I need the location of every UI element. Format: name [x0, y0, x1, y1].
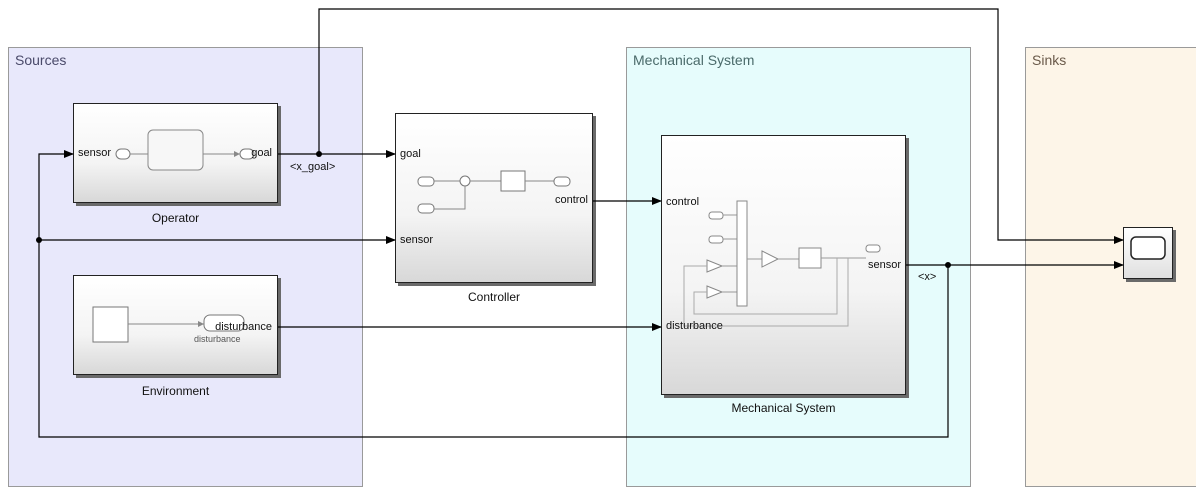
- mechanical-area-label: Mechanical System: [633, 52, 755, 68]
- branch-point-goal: [316, 151, 322, 157]
- environment-label: Environment: [141, 384, 210, 398]
- operator-input-port-sensor[interactable]: sensor: [78, 147, 112, 159]
- signal-lines: [36, 8, 1124, 438]
- mechanical-output-port-sensor[interactable]: sensor: [867, 259, 901, 271]
- wire-x-goal-to-scope[interactable]: [318, 8, 1124, 244]
- controller-inner-diagram: [417, 170, 571, 214]
- controller-output-port-control[interactable]: control: [554, 194, 588, 206]
- operator-block[interactable]: sensor goal: [73, 103, 278, 203]
- mechanical-input-port-control[interactable]: control: [666, 196, 700, 208]
- mechanical-input-port-disturbance[interactable]: disturbance: [666, 320, 723, 332]
- sources-area-label: Sources: [15, 52, 67, 68]
- scope-icon: [1130, 236, 1166, 260]
- mechanical-inner-diagram: [683, 200, 881, 327]
- mechanical-system-block[interactable]: control disturbance sensor: [661, 135, 906, 395]
- mechanical-system-label: Mechanical System: [731, 401, 836, 415]
- wire-x-feedback[interactable]: [38, 150, 949, 438]
- controller-label: Controller: [467, 290, 521, 304]
- signal-label-x-goal: <x_goal>: [290, 161, 336, 173]
- operator-output-port-goal[interactable]: goal: [251, 147, 272, 159]
- scope-block[interactable]: [1123, 227, 1173, 279]
- environment-output-port-disturbance[interactable]: disturbance: [215, 321, 272, 333]
- controller-input-port-sensor[interactable]: sensor: [400, 234, 434, 246]
- branch-point-sensor: [36, 237, 42, 243]
- controller-input-port-goal[interactable]: goal: [400, 148, 421, 160]
- branch-point-x: [945, 262, 951, 268]
- environment-inner-disturbance-label: disturbance: [194, 334, 241, 344]
- signal-label-x: <x>: [918, 271, 937, 283]
- controller-block[interactable]: goal sensor control: [395, 113, 593, 283]
- operator-inner-diagram: [115, 129, 255, 171]
- environment-inner-diagram: [92, 306, 245, 343]
- sinks-area-label: Sinks: [1032, 52, 1067, 68]
- operator-label: Operator: [151, 211, 200, 225]
- environment-block[interactable]: disturbance disturbance: [73, 275, 278, 375]
